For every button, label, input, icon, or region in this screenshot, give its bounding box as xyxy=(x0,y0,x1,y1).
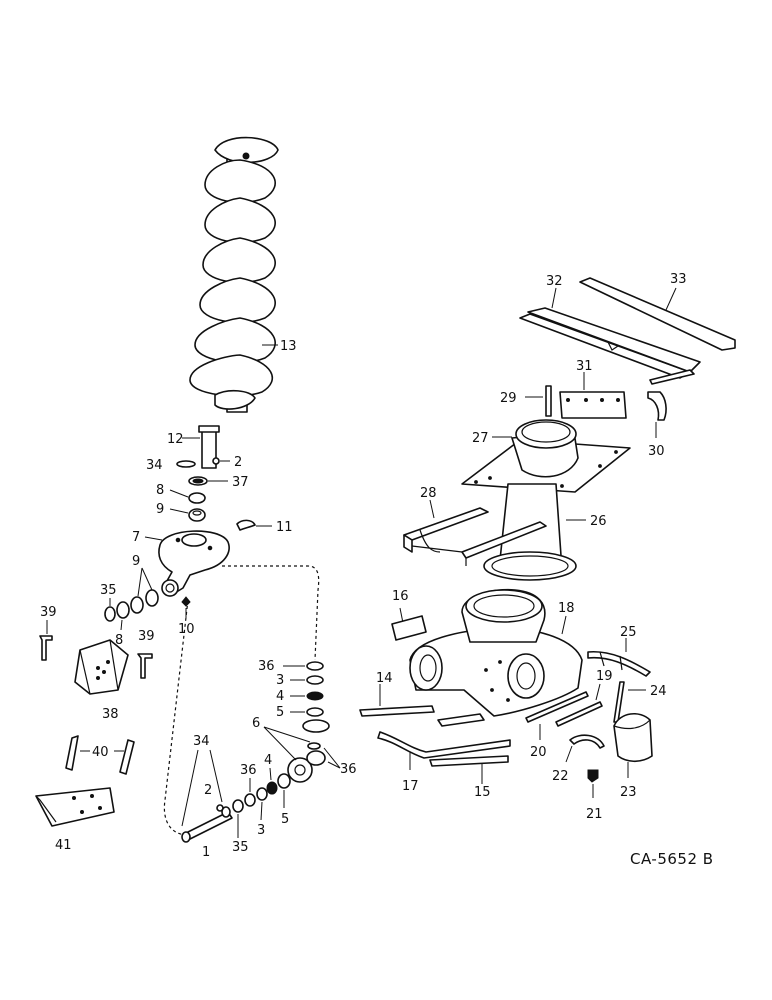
callout-24: 24 xyxy=(650,684,667,699)
callout-36-c: 36 xyxy=(240,763,257,778)
callout-41: 41 xyxy=(55,838,72,853)
callout-35-lower: 35 xyxy=(232,840,249,855)
callout-37: 37 xyxy=(232,475,249,490)
callout-19: 19 xyxy=(596,669,613,684)
pin-2 xyxy=(212,457,220,465)
callout-14: 14 xyxy=(376,671,393,686)
bearing-stack xyxy=(188,476,208,522)
callout-29: 29 xyxy=(500,391,517,406)
callout-4-upper: 4 xyxy=(276,689,284,704)
callout-5-upper: 5 xyxy=(276,705,284,720)
plate-16 xyxy=(391,615,427,641)
callout-11: 11 xyxy=(276,520,293,535)
callout-34-upper: 34 xyxy=(146,458,163,473)
callout-21: 21 xyxy=(586,807,603,822)
callout-33: 33 xyxy=(670,272,687,287)
callout-13: 13 xyxy=(280,339,297,354)
plate-41 xyxy=(35,787,115,827)
callout-17: 17 xyxy=(402,779,419,794)
bearing-group-left xyxy=(104,589,159,622)
gearbox-housing xyxy=(158,530,230,597)
rails-32-33 xyxy=(519,277,736,385)
straps-40 xyxy=(65,735,135,775)
callout-38: 38 xyxy=(102,707,119,722)
fitting-10 xyxy=(181,596,191,607)
callout-23: 23 xyxy=(620,785,637,800)
pin-29 xyxy=(545,385,552,417)
callout-20: 20 xyxy=(530,745,547,760)
callout-25: 25 xyxy=(620,625,637,640)
plate-31 xyxy=(559,391,627,419)
lower-washer-stack xyxy=(232,773,291,813)
callout-22: 22 xyxy=(552,769,569,784)
clip-11 xyxy=(236,519,256,531)
drawing-code: CA-5652 B xyxy=(630,850,714,868)
callout-35-upper: 35 xyxy=(100,583,117,598)
drive-sprocket xyxy=(287,742,326,783)
callout-12: 12 xyxy=(167,432,184,447)
callout-3-upper: 3 xyxy=(276,673,284,688)
bracket-39-right xyxy=(137,653,153,679)
callout-5-lower: 5 xyxy=(281,812,289,827)
fitting-21 xyxy=(587,769,599,783)
bar-20 xyxy=(525,691,589,723)
bar-15 xyxy=(429,755,509,767)
callout-40: 40 xyxy=(92,745,109,760)
callout-26: 26 xyxy=(590,514,607,529)
callout-30: 30 xyxy=(648,444,665,459)
housing-18 xyxy=(409,588,583,717)
callout-16: 16 xyxy=(392,589,409,604)
callout-15: 15 xyxy=(474,785,491,800)
callout-34-lower: 34 xyxy=(193,734,210,749)
callout-10: 10 xyxy=(178,622,195,637)
callout-9-lower: 9 xyxy=(132,554,140,569)
callout-18: 18 xyxy=(558,601,575,616)
callout-6: 6 xyxy=(252,716,260,731)
bar-19 xyxy=(555,701,603,727)
upper-sprocket-stack xyxy=(302,661,330,733)
callout-4-lower: 4 xyxy=(264,753,272,768)
callout-2-upper: 2 xyxy=(234,455,242,470)
callout-2-lower: 2 xyxy=(204,783,212,798)
chain-path xyxy=(163,565,320,836)
callout-8-lower: 8 xyxy=(115,633,123,648)
shield-38 xyxy=(74,639,129,695)
strap-17 xyxy=(377,731,511,759)
callout-3-lower: 3 xyxy=(257,823,265,838)
drive-shaft xyxy=(198,425,220,469)
callout-31: 31 xyxy=(576,359,593,374)
deflector-23 xyxy=(613,713,653,763)
callout-36-b: 36 xyxy=(340,762,357,777)
lower-shaft-assembly xyxy=(181,804,233,843)
callout-28: 28 xyxy=(420,486,437,501)
key-34 xyxy=(176,460,196,468)
callout-39-right: 39 xyxy=(138,629,155,644)
callout-9-upper: 9 xyxy=(156,502,164,517)
callout-27: 27 xyxy=(472,431,489,446)
bracket-39-left xyxy=(39,635,53,661)
strap-14 xyxy=(359,705,435,717)
frame-28 xyxy=(403,507,547,566)
callout-1: 1 xyxy=(202,845,210,860)
callout-36-a: 36 xyxy=(258,659,275,674)
auger-flighting xyxy=(189,136,279,413)
clip-22 xyxy=(569,734,605,749)
callout-39-left: 39 xyxy=(40,605,57,620)
callout-7: 7 xyxy=(132,530,140,545)
callout-8-upper: 8 xyxy=(156,483,164,498)
callout-32: 32 xyxy=(546,274,563,289)
clip-30 xyxy=(647,391,667,421)
